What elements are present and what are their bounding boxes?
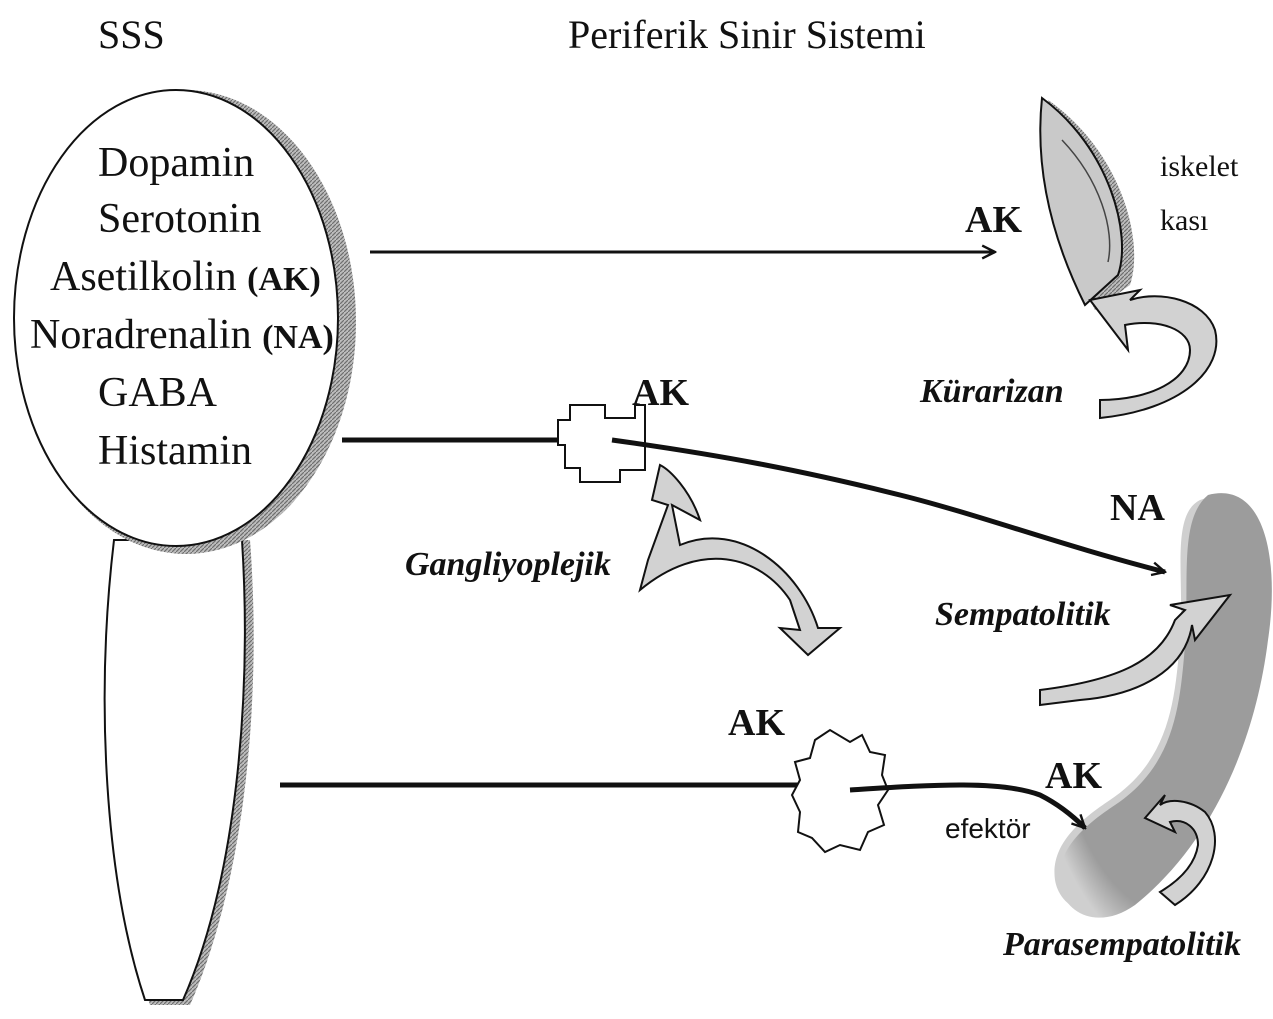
nt-noradrenaline: Noradrenalin (NA) bbox=[30, 312, 334, 358]
spinal-cord bbox=[105, 540, 245, 1000]
label-ak-skeletal: AK bbox=[965, 199, 1022, 241]
label-ak-ganglion-top: AK bbox=[632, 372, 689, 414]
nt-serotonin: Serotonin bbox=[98, 196, 261, 242]
label-skeletal-muscle-2: kası bbox=[1160, 204, 1208, 237]
label-ak-ganglion-bottom: AK bbox=[728, 702, 785, 744]
label-na-target: NA bbox=[1110, 487, 1165, 529]
ganglionic-blocker-arrow-icon bbox=[640, 465, 840, 655]
label-ak-effector: AK bbox=[1045, 755, 1102, 797]
label-curariform: Kürarizan bbox=[919, 373, 1064, 410]
nt-gaba: GABA bbox=[98, 370, 218, 416]
nt-dopamine: Dopamin bbox=[98, 140, 254, 186]
label-skeletal-muscle-1: iskelet bbox=[1160, 150, 1239, 183]
nt-histamine: Histamin bbox=[98, 428, 252, 474]
label-parasympatholytic: Parasempatolitik bbox=[1002, 926, 1241, 963]
pns-title: Periferik Sinir Sistemi bbox=[568, 12, 926, 57]
label-ganglionic-blocker: Gangliyoplejik bbox=[405, 546, 611, 583]
cns-title: SSS bbox=[98, 12, 165, 57]
skeletal-muscle-shape bbox=[1040, 98, 1134, 310]
label-effector: efektör bbox=[945, 813, 1031, 844]
effector-organ-shape bbox=[1054, 493, 1271, 917]
nt-acetylcholine: Asetilkolin (AK) bbox=[50, 254, 321, 300]
label-sympatholytic: Sempatolitik bbox=[935, 596, 1111, 633]
curariform-arrow-icon bbox=[1090, 290, 1216, 418]
